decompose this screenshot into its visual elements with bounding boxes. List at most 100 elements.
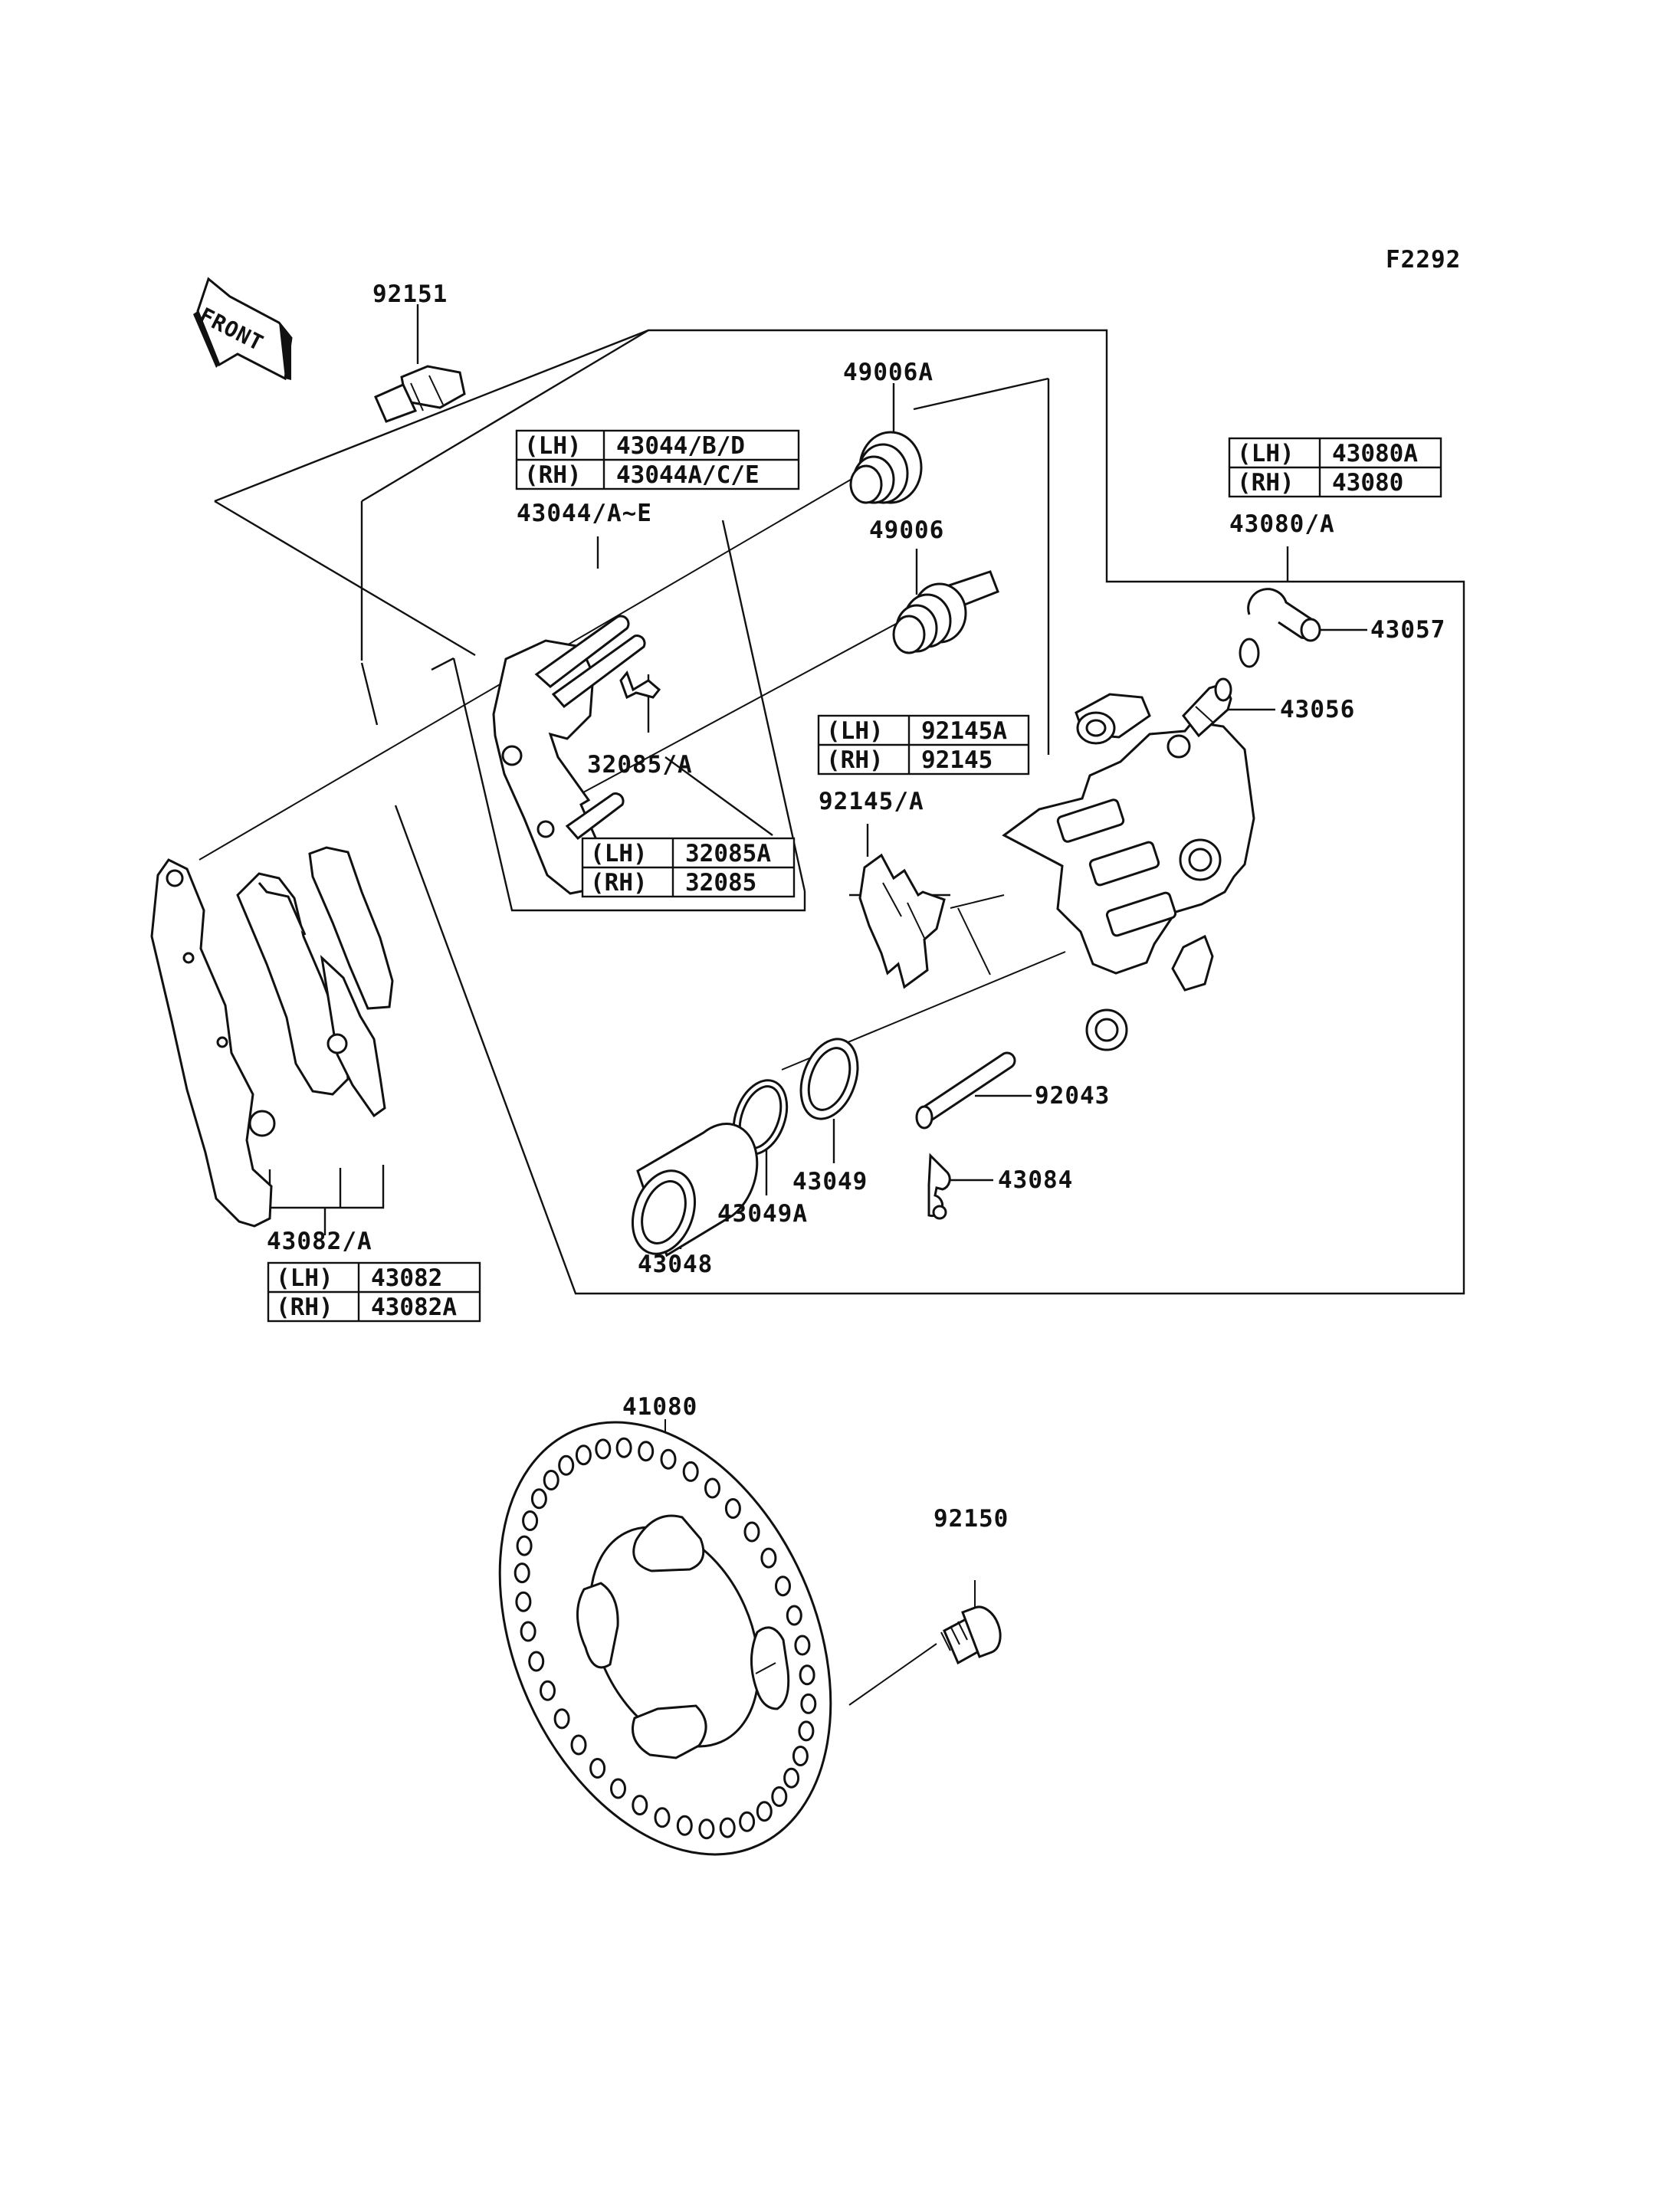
label-43049: 43049 [792, 1168, 868, 1195]
disc-vent-hole [783, 1767, 800, 1789]
disc-vent-hole [615, 1437, 632, 1458]
label-43084: 43084 [998, 1166, 1073, 1194]
table-43080-side-lh: (LH) [1237, 440, 1294, 467]
disc-vent-hole [528, 1651, 545, 1672]
bleeder-cap-43057 [1239, 588, 1321, 668]
label-43057: 43057 [1370, 616, 1445, 644]
disc-vent-hole [800, 1693, 817, 1714]
caliper-bracket-43044 [492, 615, 646, 895]
caliper-body-43080 [1002, 693, 1255, 1051]
pin-92043 [915, 1051, 1016, 1130]
table-43044-side-rh: (RH) [524, 461, 582, 489]
bolt-92151 [374, 365, 466, 423]
table-43082: (LH) 43082 (RH) 43082A [267, 1261, 481, 1323]
caliper-group-frame [214, 329, 1465, 1295]
disc-vent-hole [610, 1778, 626, 1799]
table-32085-side-lh: (LH) [590, 840, 648, 867]
disc-vent-hole [719, 1817, 736, 1838]
table-43082-part-lh: 43082 [371, 1264, 442, 1292]
disc-vent-hole [595, 1438, 612, 1460]
label-43082: 43082/A [267, 1228, 372, 1255]
table-92145-side-lh: (LH) [826, 717, 884, 745]
label-43080: 43080/A [1229, 510, 1335, 538]
label-49006A: 49006A [843, 359, 934, 386]
pad-spring-92145 [858, 853, 946, 989]
disc-vent-hole [516, 1535, 533, 1556]
table-43044-part-rh: 43044A/C/E [616, 461, 760, 489]
disc-vent-hole [515, 1591, 532, 1612]
table-43080-side-rh: (RH) [1237, 469, 1294, 497]
boot-49006A [849, 431, 923, 504]
label-43048: 43048 [638, 1251, 713, 1278]
disc-vent-hole [760, 1547, 777, 1569]
disc-vent-hole [530, 1488, 547, 1510]
disc-vent-hole [739, 1811, 756, 1832]
disc-vent-hole [698, 1818, 715, 1840]
label-49006: 49006 [869, 516, 944, 544]
disc-vent-hole [771, 1786, 788, 1807]
disc-vent-hole [575, 1444, 592, 1466]
piston-43048 [631, 1123, 759, 1258]
label-43049A: 43049A [717, 1200, 808, 1228]
spring-32085 [619, 670, 661, 700]
disc-vent-hole [632, 1795, 648, 1816]
table-92145-part-rh: 92145 [921, 746, 993, 774]
part-labels: 92151 49006A 43044/A~E 49006 32085/A 430… [267, 280, 1445, 1533]
table-32085-side-rh: (RH) [590, 869, 648, 897]
disc-vent-hole [724, 1498, 741, 1519]
brake-pads-43082 [150, 846, 394, 1228]
bolt-92150 [940, 1605, 1002, 1665]
clip-43084 [927, 1153, 951, 1220]
label-32085: 32085/A [587, 751, 693, 779]
table-43080: (LH) 43080A (RH) 43080 [1228, 437, 1442, 498]
disc-vent-hole [799, 1664, 815, 1686]
bleeder-valve-43056 [1182, 677, 1232, 738]
label-41080: 41080 [622, 1393, 697, 1421]
table-32085: (LH) 32085A (RH) 32085 [581, 837, 796, 898]
disc-vent-hole [558, 1454, 575, 1476]
disc-vent-hole [786, 1605, 802, 1626]
boot-49006 [892, 570, 999, 654]
disc-vent-holes [514, 1437, 817, 1840]
disc-vent-hole [522, 1510, 539, 1531]
label-43044: 43044/A~E [517, 500, 652, 527]
label-43056: 43056 [1280, 696, 1355, 723]
table-43044-side-lh: (LH) [524, 432, 582, 460]
label-92150: 92150 [934, 1505, 1009, 1533]
table-43080-part-lh: 43080A [1332, 440, 1418, 467]
disc-vent-hole [798, 1720, 815, 1742]
label-92043: 92043 [1035, 1082, 1110, 1110]
disc-vent-hole [514, 1562, 530, 1584]
table-43082-side-lh: (LH) [276, 1264, 333, 1292]
table-32085-part-lh: 32085A [685, 840, 771, 867]
disc-vent-hole [570, 1734, 587, 1756]
table-32085-part-rh: 32085 [685, 869, 756, 897]
disc-vent-hole [676, 1815, 693, 1836]
disc-vent-hole [589, 1758, 606, 1779]
table-43082-part-rh: 43082A [371, 1294, 457, 1321]
disc-vent-hole [540, 1680, 556, 1701]
front-direction-arrow-icon: FRONT [193, 277, 293, 381]
table-43044-part-lh: 43044/B/D [616, 432, 745, 460]
disc-vent-hole [654, 1807, 671, 1828]
disc-vent-hole [520, 1621, 536, 1642]
label-92145: 92145/A [819, 788, 924, 815]
seal-43049 [799, 1038, 859, 1120]
figure-code: F2292 [1386, 246, 1461, 274]
table-43080-part-rh: 43080 [1332, 469, 1403, 497]
label-92151: 92151 [372, 280, 448, 308]
table-92145-side-rh: (RH) [826, 746, 884, 774]
disc-vent-hole [682, 1461, 699, 1482]
disc-vent-hole [794, 1635, 811, 1656]
disc-vent-hole [553, 1708, 570, 1730]
disc-vent-hole [775, 1576, 791, 1597]
table-43044: (LH) 43044/B/D (RH) 43044A/C/E [515, 429, 800, 490]
disc-vent-hole [704, 1477, 720, 1499]
disc-vent-hole [756, 1801, 773, 1822]
disc-vent-hole [743, 1521, 760, 1543]
brake-disc-41080 [498, 1421, 832, 1856]
table-92145: (LH) 92145A (RH) 92145 [817, 714, 1030, 776]
disc-vent-hole [792, 1746, 809, 1766]
disc-vent-hole [638, 1441, 655, 1462]
